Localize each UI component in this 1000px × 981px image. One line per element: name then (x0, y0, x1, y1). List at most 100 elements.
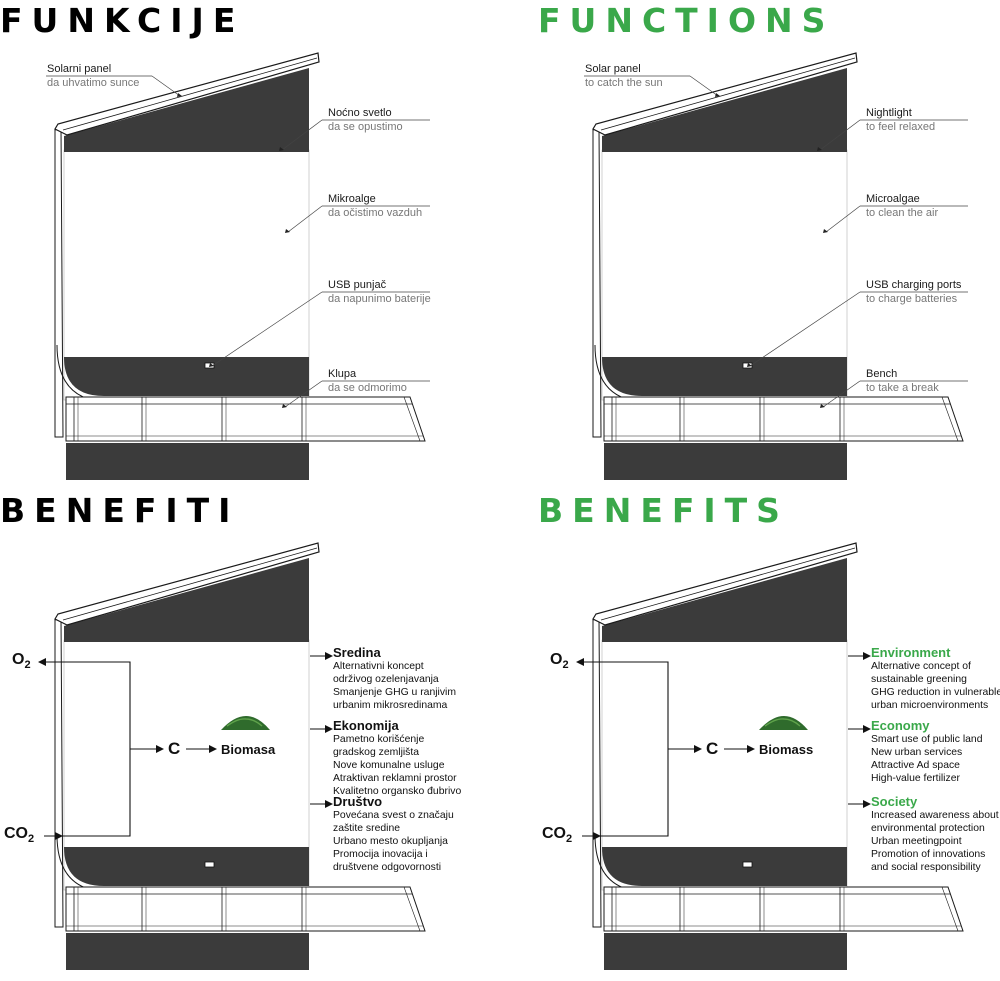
benefit-heading: Ekonomija (333, 718, 399, 733)
co2-arrowhead (55, 832, 63, 840)
oxygen-symbol: O (12, 651, 25, 668)
carbon-arrowhead (156, 745, 164, 753)
leader-arrowhead (817, 147, 822, 151)
function-label-title: USB charging ports (866, 279, 962, 291)
function-label-subtitle: da uhvatimo sunce (47, 77, 140, 89)
benefit-item: gradskog zemljišta (333, 747, 420, 758)
oxygen-label: O2 (12, 651, 31, 671)
function-label-subtitle: da očistimo vazduh (328, 207, 423, 219)
nightlight-block (64, 558, 309, 642)
benefit-heading: Environment (871, 645, 951, 660)
benefit-item: Atraktivan reklamni prostor (333, 773, 457, 784)
bench-deck (603, 886, 964, 932)
leader-arrowhead (823, 229, 828, 233)
solar-panel-edge (600, 547, 856, 621)
nightlight-block (602, 68, 847, 152)
kiosk-unit (54, 52, 426, 480)
benefit-item: Smart use of public land (871, 734, 983, 745)
function-label-title: Microalgae (866, 193, 920, 205)
usb-port-icon (204, 861, 215, 868)
bench-deck-edge (941, 396, 959, 442)
benefit-heading: Society (871, 794, 918, 809)
biomass-arrowhead (747, 745, 755, 753)
solar-panel-edge (600, 57, 856, 131)
leader-line (822, 380, 861, 408)
benefit-arrowhead (863, 725, 871, 733)
nightlight-block (602, 558, 847, 642)
leader-line (284, 380, 323, 408)
benefit-item: New urban services (871, 747, 963, 758)
benefit-item: Increased awareness about (871, 810, 999, 821)
carbon-dioxide-symbol: CO (542, 825, 566, 842)
benefit-item: Smanjenje GHG u ranjivim (333, 687, 456, 698)
solar-panel-roof (54, 52, 320, 136)
benefit-list: Increased awareness about environmental p… (871, 809, 1000, 874)
benefit-item: Attractive Ad space (871, 760, 960, 771)
usb-port-icon (742, 861, 753, 868)
benefit-item: Promotion of innovations (871, 849, 986, 860)
algae-pile-highlight (764, 718, 801, 727)
leader-arrowhead (820, 404, 825, 408)
carbon-label: C (706, 739, 719, 758)
benefit-item: Urbano mesto okupljanja (333, 836, 448, 847)
leader-arrowhead (282, 404, 287, 408)
benefit-item: Promocija inovacija i (333, 849, 428, 860)
left-wall (592, 617, 602, 928)
benefit-item: održivog ozelenjavanja (333, 674, 439, 685)
panel-title: BENEFITI (0, 491, 240, 530)
biomass-arrowhead (209, 745, 217, 753)
bench-seat-mass (64, 847, 309, 886)
oxygen-label: O2 (550, 651, 569, 671)
benefit-item: urban microenvironments (871, 700, 989, 711)
carbon-dioxide-symbol: CO (4, 825, 28, 842)
solar-panel-roof (592, 542, 858, 626)
bench-seat-mass (64, 357, 309, 396)
kiosk-drawing (576, 542, 964, 970)
benefit-item: Povećana svest o značaju (333, 810, 454, 821)
oxygen-subscript: 2 (562, 659, 569, 672)
benefit-item: urbanim mikrosredinama (333, 700, 448, 711)
base-block (66, 443, 309, 480)
carbon-dioxide-subscript: 2 (566, 833, 573, 846)
benefit-item: environmental protection (871, 823, 985, 834)
oxygen-subscript: 2 (24, 659, 31, 672)
benefit-arrowhead (325, 725, 333, 733)
leader-line (281, 119, 323, 151)
carbon-arrowhead (694, 745, 702, 753)
solar-panel-edge (62, 57, 318, 131)
panel-title: BENEFITS (538, 491, 789, 530)
bench-deck-edge (403, 396, 421, 442)
benefit-heading: Sredina (333, 645, 381, 660)
benefit-item: Nove komunalne usluge (333, 760, 445, 771)
panel-title: FUNKCIJE (0, 1, 245, 40)
benefit-item: Pametno korišćenje (333, 734, 425, 745)
solar-panel-edge (62, 547, 318, 621)
base-block (604, 933, 847, 970)
co2-arrowhead (593, 832, 601, 840)
benefit-arrowhead (325, 800, 333, 808)
algae-pile-shape (759, 716, 808, 730)
function-label-title: USB punjač (328, 279, 387, 291)
kiosk-unit (592, 52, 964, 480)
algae-pile-shape (221, 716, 270, 730)
base-block (66, 933, 309, 970)
benefit-arrowhead (863, 800, 871, 808)
o2-arrowhead (38, 658, 46, 666)
leader-arrowhead (715, 93, 720, 97)
function-label: Bench to take a break (866, 367, 939, 395)
kiosk-drawing (584, 52, 968, 480)
function-label-title: Bench (866, 368, 898, 380)
function-label-subtitle: to take a break (866, 382, 939, 394)
